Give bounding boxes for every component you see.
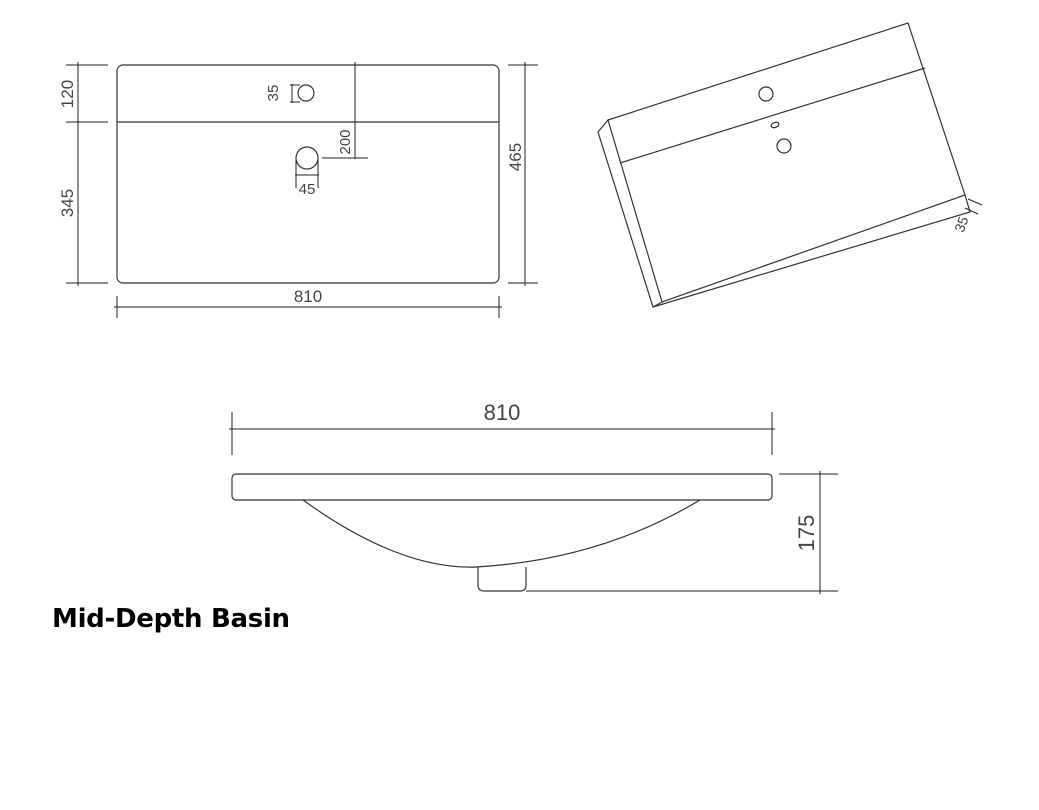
basin-outline-top: [116, 64, 500, 284]
dim-thickness: 35: [951, 214, 971, 234]
dim-total-depth: 465: [506, 143, 525, 171]
drawing-title: Mid-Depth Basin: [52, 604, 290, 634]
dim-deck-depth: 120: [58, 80, 77, 108]
front-view: 175 810: [229, 400, 838, 594]
tap-hole: [297, 84, 315, 102]
waste-hole: [295, 146, 319, 170]
top-view: 120 345 465 810 35 200 45: [58, 62, 538, 318]
dim-height: 175: [794, 515, 819, 552]
basin-rim: [231, 473, 773, 501]
dim-tap-hole: 35: [265, 85, 282, 102]
dim-width-front: 810: [484, 400, 521, 425]
dim-width-top: 810: [294, 287, 322, 306]
waste-outlet: [477, 567, 527, 592]
dim-waste-diameter: 45: [299, 181, 316, 198]
dim-waste-offset: 200: [337, 129, 354, 154]
iso-view: 35: [597, 22, 983, 308]
bowl-curve: [302, 499, 701, 568]
dim-bowl-depth: 345: [58, 189, 77, 217]
